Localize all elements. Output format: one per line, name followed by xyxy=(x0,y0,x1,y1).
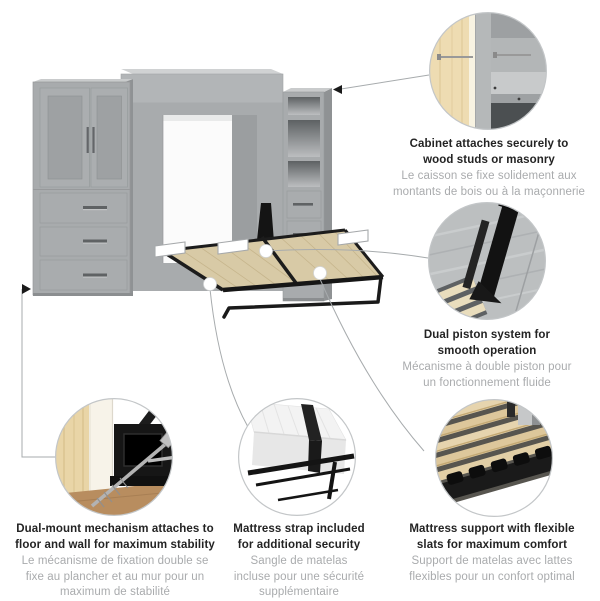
anchor-dot-piston xyxy=(259,244,273,258)
arrow-icon xyxy=(22,284,31,294)
bed-platform xyxy=(161,228,385,319)
callout-circle-strap xyxy=(238,398,357,517)
leader-line-strap xyxy=(209,288,249,428)
callout-circle-cabinet xyxy=(429,11,548,131)
callout-circle-dualmount xyxy=(54,398,174,517)
leader-line-cabinet xyxy=(340,74,430,90)
leader-line-slats xyxy=(319,278,425,452)
door-handle xyxy=(92,127,95,153)
wardrobe-cabinet xyxy=(32,79,133,296)
door-handle xyxy=(86,127,89,153)
callout-circle-slats xyxy=(435,399,554,518)
anchor-dot-slats xyxy=(313,266,327,280)
mattress-strap-brackets xyxy=(154,229,369,258)
callout-circle-piston xyxy=(428,202,547,321)
bed-leg-bar xyxy=(222,275,383,319)
anchor-dot-strap xyxy=(203,277,217,291)
arrow-icon xyxy=(333,85,342,94)
leader-line-dualmount xyxy=(21,289,55,458)
leader-line-piston xyxy=(266,249,429,259)
